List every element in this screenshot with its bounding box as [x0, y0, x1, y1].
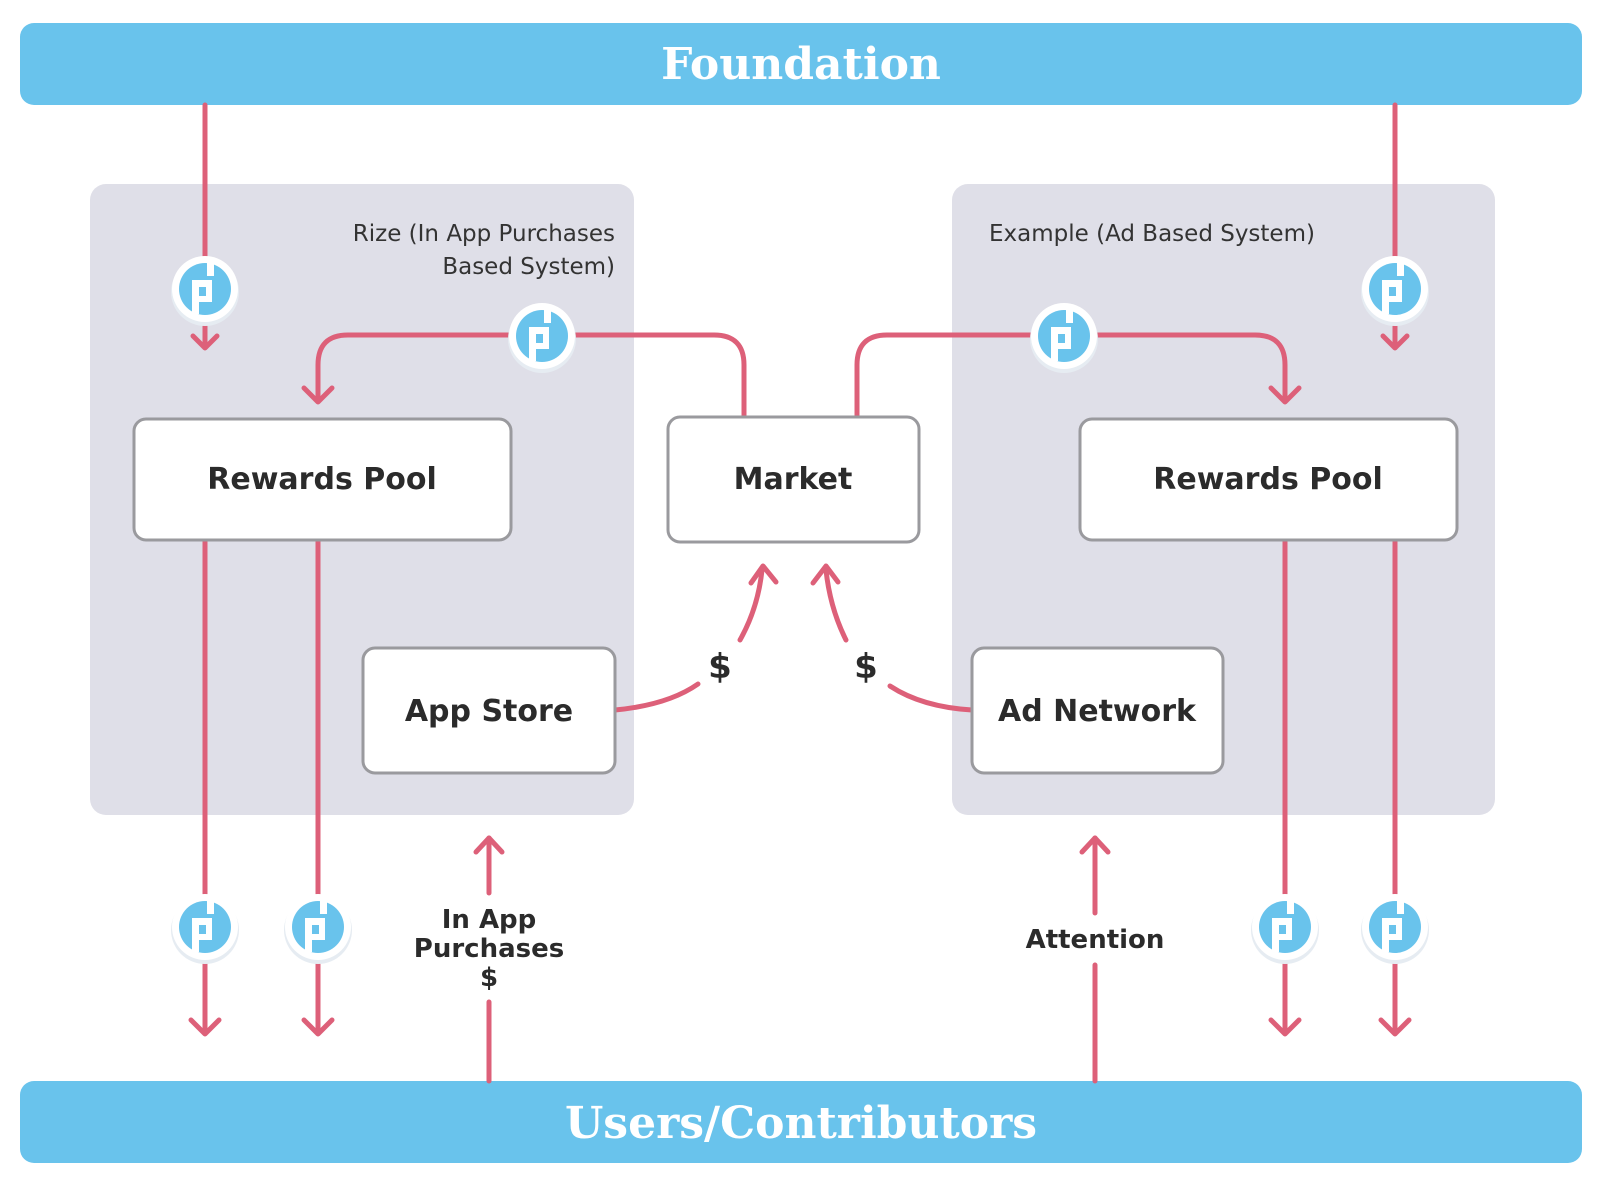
- flow-users-to-ad-network: [1079, 835, 1111, 1084]
- right-rewards-pool-label: Rewards Pool: [1153, 462, 1382, 497]
- attention-label: Attention: [1026, 925, 1165, 955]
- dollar-label-left: $: [708, 647, 732, 687]
- arrowhead-icon: [301, 1017, 335, 1037]
- foundation-label: Foundation: [661, 39, 941, 90]
- in-app-purchases-label-line2: Purchases: [414, 934, 564, 964]
- ad-network-label: Ad Network: [998, 694, 1197, 729]
- left-rewards-pool-label: Rewards Pool: [207, 462, 436, 497]
- arrowhead-icon: [1268, 385, 1302, 405]
- dollar-label-right: $: [854, 647, 878, 687]
- users-contributors-band: Users/Contributors: [20, 1081, 1582, 1163]
- users-contributors-label: Users/Contributors: [565, 1098, 1037, 1149]
- flow-app-store-to-market: [612, 563, 779, 713]
- arrowhead-icon: [1268, 1017, 1302, 1037]
- token-coin-icon: [1361, 256, 1429, 326]
- foundation-band: Foundation: [20, 23, 1582, 105]
- token-coin-icon: [284, 894, 352, 964]
- flow-ad-network-to-market: [810, 563, 975, 713]
- token-coin-icon: [508, 303, 576, 373]
- in-app-purchases-label-dollar: $: [480, 963, 498, 993]
- arrowhead-icon: [301, 385, 335, 405]
- ad-network-box[interactable]: Ad Network: [970, 646, 1225, 775]
- flow-users-to-app-store: [473, 835, 505, 1084]
- in-app-purchases-label-line1: In App: [442, 905, 537, 935]
- right-rewards-pool-box[interactable]: Rewards Pool: [1078, 417, 1459, 542]
- rize-panel-title-line2: Based System): [442, 254, 615, 280]
- token-coin-icon: [1251, 894, 1319, 964]
- ad-panel-title: Example (Ad Based System): [989, 221, 1315, 247]
- market-box[interactable]: Market: [666, 415, 921, 544]
- arrowhead-icon: [1380, 333, 1410, 351]
- token-coin-icon: [1361, 894, 1429, 964]
- arrowhead-icon: [748, 563, 779, 586]
- app-store-label: App Store: [405, 694, 573, 729]
- arrowhead-icon: [1079, 835, 1111, 855]
- arrowhead-icon: [473, 835, 505, 855]
- left-rewards-pool-box[interactable]: Rewards Pool: [132, 417, 513, 542]
- arrowhead-icon: [190, 333, 220, 351]
- arrowhead-icon: [1378, 1017, 1412, 1037]
- rize-panel-title-line1: Rize (In App Purchases: [353, 221, 615, 247]
- token-coin-icon: [1030, 303, 1098, 373]
- token-coin-icon: [171, 894, 239, 964]
- market-label: Market: [734, 462, 853, 497]
- arrowhead-icon: [188, 1017, 222, 1037]
- app-store-box[interactable]: App Store: [361, 646, 617, 775]
- token-coin-icon: [171, 256, 239, 326]
- arrowhead-icon: [810, 563, 841, 586]
